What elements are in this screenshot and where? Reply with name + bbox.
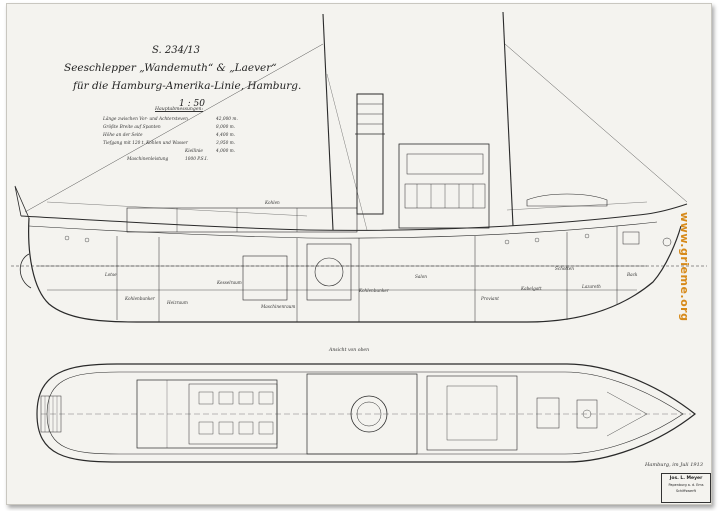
dimension-label: Größte Breite auf Spanten — [103, 125, 161, 130]
shipyard-stamp: Jos. L. Meyer Papenburg a. d. Ems Schiff… — [661, 473, 711, 503]
room-label: Kohlenbunker — [359, 288, 389, 293]
room-label: Back — [627, 272, 638, 277]
watermark: www.grieme.org — [678, 212, 691, 322]
dimensions-heading: Hauptabmessungen: — [155, 107, 204, 112]
room-label: Heizraum — [167, 300, 188, 305]
room-label: Schotten — [555, 266, 574, 271]
stamp-line: Papenburg a. d. Ems — [668, 483, 704, 487]
room-label: Maschinenraum — [261, 304, 296, 309]
dimension-label: Länge zwischen Vor- und Achtersteven — [103, 117, 188, 122]
dimension-label: Tiefgang mit 120 t. Kohlen und Wasser — [103, 141, 188, 146]
stamp-title: Jos. L. Meyer — [669, 476, 703, 481]
stamp-line: Schiffswerft — [676, 489, 696, 493]
ship-drawing — [11, 11, 707, 463]
plan-view-label: Ansicht von oben — [329, 348, 370, 353]
dimension-value: 4,000 m. — [216, 149, 236, 154]
dimension-label: Kiellinie — [185, 149, 203, 154]
room-label: Kohlenbunker — [125, 296, 155, 301]
owner-line: für die Hamburg-Amerika-Linie, Hamburg. — [73, 80, 302, 92]
dimension-label: Höhe an der Seite — [103, 133, 143, 138]
drawing-number: S. 234/13 — [152, 45, 201, 56]
dimension-value: 4,400 m. — [216, 133, 236, 138]
drawing-sheet: S. 234/13 Seeschlepper „Wandemuth“ & „La… — [6, 3, 712, 505]
room-label: Lotse — [105, 272, 117, 277]
dimension-value: 42,000 m. — [216, 117, 238, 122]
dimension-label: Maschinenleistung — [127, 157, 169, 162]
room-label: Kohlen — [265, 200, 280, 205]
drawing-scale: 1 : 50 — [179, 99, 205, 109]
room-label: Kabelgatt — [521, 286, 542, 291]
vessel-title: Seeschlepper „Wandemuth“ & „Laever“ — [64, 62, 277, 74]
drawing-date: Hamburg, im Juli 1913 — [645, 462, 703, 468]
dimension-value: 8,000 m. — [216, 125, 236, 130]
room-label: Lazareth — [582, 284, 601, 289]
dimension-value: 3,950 m. — [216, 141, 236, 146]
room-label: Kesselraum — [217, 280, 242, 285]
room-label: Proviant — [481, 296, 499, 301]
room-label: Salon — [415, 274, 427, 279]
dimension-value: 1000 P.S.I. — [185, 157, 208, 162]
